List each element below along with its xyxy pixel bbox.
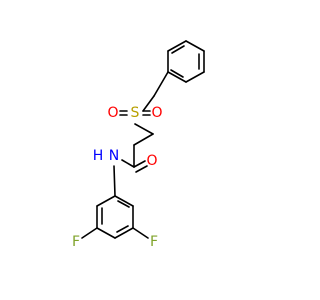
difluorophenyl-ring xyxy=(96,195,134,239)
bond xyxy=(96,195,116,207)
amide-hydrogen-label: H xyxy=(93,148,104,164)
bond-ch2-sulfur xyxy=(142,95,155,112)
bond xyxy=(167,40,187,52)
bond-nitrogen-aryl xyxy=(113,165,116,197)
double-bond-inner xyxy=(116,225,129,233)
bond xyxy=(114,195,134,207)
bond-s-ch2 xyxy=(134,123,154,135)
sulfur-atom-label: S xyxy=(131,105,140,121)
fluorine-left-label: F xyxy=(72,234,80,250)
bond-carbonyl xyxy=(133,160,146,168)
structure-canvas: S O O O N H F xyxy=(71,40,205,250)
sulfonyl-oxygen-right-label: O xyxy=(151,105,162,121)
bond xyxy=(167,71,187,83)
bond xyxy=(185,40,205,52)
double-bond-inner xyxy=(117,200,130,208)
molecule-drawing: S O O O N H F xyxy=(72,40,205,250)
bond-benzyl-ch2 xyxy=(153,71,169,97)
sulfonyl-oxygen-left-label: O xyxy=(107,105,118,121)
bond xyxy=(114,227,134,239)
fluorine-right-label: F xyxy=(150,234,158,250)
carbonyl-oxygen-label: O xyxy=(146,153,157,169)
double-bond-inner xyxy=(170,69,184,78)
bond-ch2-ch2 xyxy=(133,133,154,146)
bond xyxy=(185,71,205,83)
amide-nitrogen-label: N xyxy=(109,148,119,164)
bond-c-f-left xyxy=(81,227,98,239)
double-bond-inner xyxy=(171,45,185,54)
bond-carbonyl-double xyxy=(135,165,148,173)
bond-carbonyl-nitrogen xyxy=(121,159,135,168)
benzene-ring-top xyxy=(167,40,205,83)
bond xyxy=(96,227,116,239)
bond-c-f-right xyxy=(132,227,149,239)
